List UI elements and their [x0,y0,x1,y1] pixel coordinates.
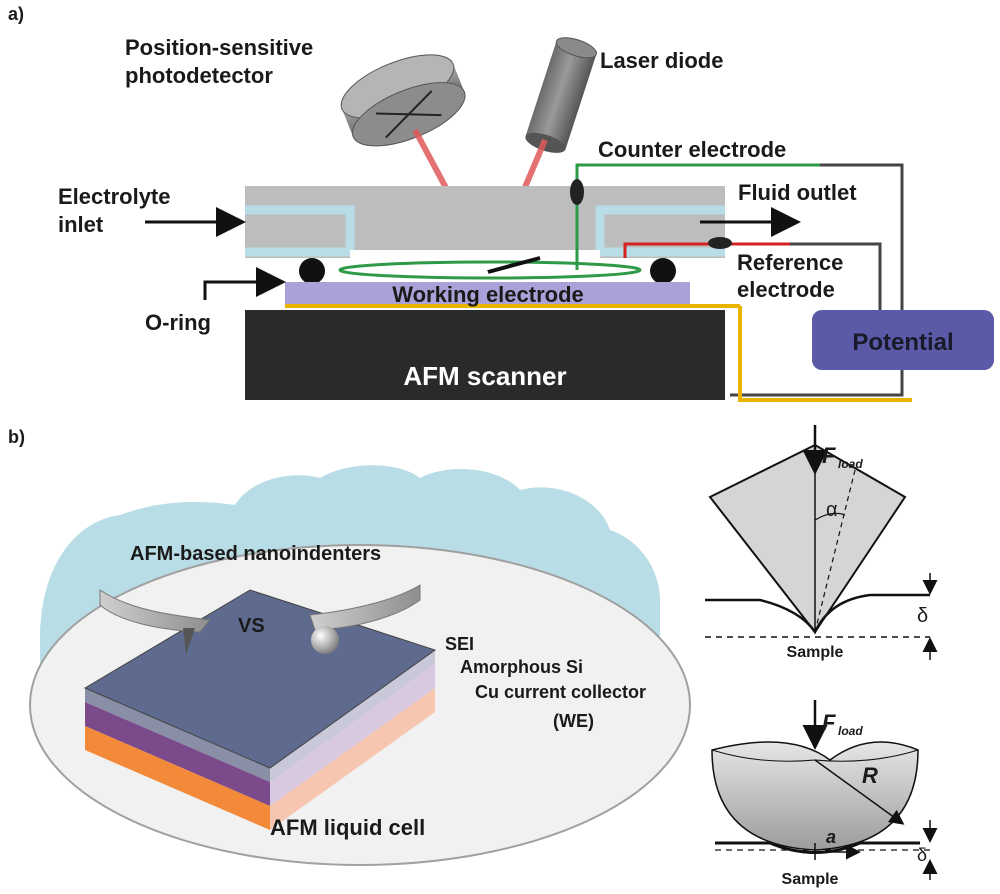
sharp-indenter-icon [99,589,211,655]
sei-label: SEI [445,634,474,654]
working-electrode-layer [285,282,690,304]
f-load-1: F [822,443,836,468]
potential-box [812,310,994,370]
radius-label: R [862,763,878,788]
pyramid-indenter-diagram [705,425,938,660]
o-ring-arrow [203,267,286,300]
reference-wire-b [790,242,882,330]
reference-label-line2: electrode [737,277,835,302]
psd-label-line1: Position-sensitive [125,35,313,60]
photodetector-icon [340,54,466,147]
potential-label: Potential [852,329,953,356]
outlet-channel [595,205,725,257]
scanner-label: AFM scanner [403,361,566,391]
inlet-channel [245,205,355,257]
alpha-label: α [826,499,838,521]
afm-scanner [245,310,725,400]
cell-chamber [350,250,600,270]
delta-1-label: δ [917,605,928,627]
inlet-label-line2: inlet [58,212,104,237]
f-load-2: F [822,710,836,735]
panel-b-tag: b) [8,427,25,447]
reference-electrode-wire [623,242,790,258]
working-electrode-label: Working electrode [392,282,584,307]
delta-2-label: δ [917,845,927,865]
reference-label-line1: Reference [737,250,843,275]
amorphous-label: Amorphous Si [460,657,583,677]
f-load-2-subscript: load [838,724,863,738]
nanoindenters-label: AFM-based nanoindenters [130,543,381,565]
spherical-indenter-icon [309,584,421,654]
panel-a-tag: a) [8,4,24,24]
o-ring-right [650,258,676,284]
fluid-outlet-label: Fluid outlet [738,180,857,205]
o-ring-left [299,258,325,284]
spherical-indenter-diagram [711,700,938,880]
liquid-cell-label: AFM liquid cell [270,815,425,840]
counter-electrode-seal [570,179,584,205]
sample-2-label: Sample [782,871,839,888]
inlet-label-line1: Electrolyte [58,184,171,209]
cu-label: Cu current collector [475,682,646,702]
laser-label: Laser diode [600,48,723,73]
counter-electrode-ring [338,260,642,280]
cantilever [487,256,541,274]
potential-wire-a [730,163,904,397]
contact-radius-label: a [826,827,836,847]
sample-stack [83,589,437,830]
liquid-cell-body [245,186,725,258]
o-ring-label: O-ring [145,310,211,335]
reference-seal [708,237,732,249]
vs-label: VS [238,615,265,637]
f-load-1-subscript: load [838,457,863,471]
sample-1-label: Sample [787,644,844,661]
laser-diode-icon [525,37,598,153]
counter-label: Counter electrode [598,137,786,162]
psd-label-line2: photodetector [125,63,273,88]
yellow-wire-path [738,306,912,402]
we-label: (WE) [553,711,594,731]
